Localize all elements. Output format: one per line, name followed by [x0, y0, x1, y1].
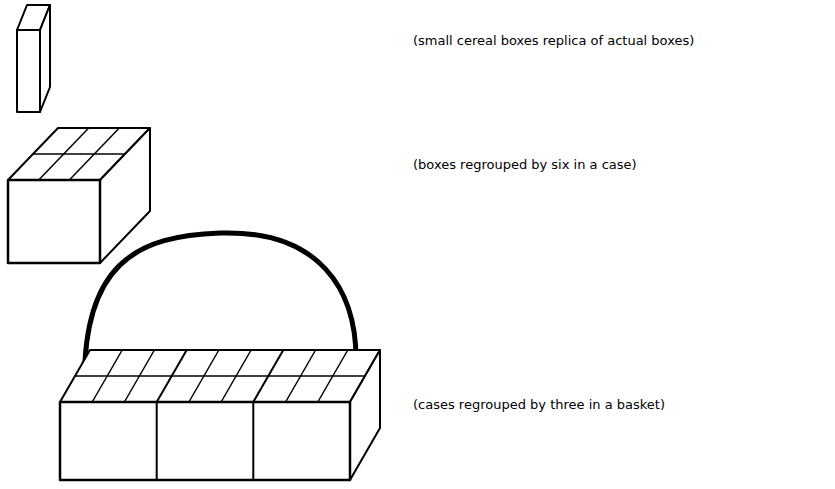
case-of-six: [8, 128, 150, 263]
cereal-box: [17, 5, 50, 112]
caption-note: (small cereal boxes replica of actual bo…: [413, 33, 694, 49]
caption-note: (boxes regrouped by six in a case): [413, 157, 637, 173]
basket: [60, 233, 380, 480]
caption-note: (cases regrouped by three in a basket): [413, 397, 665, 413]
